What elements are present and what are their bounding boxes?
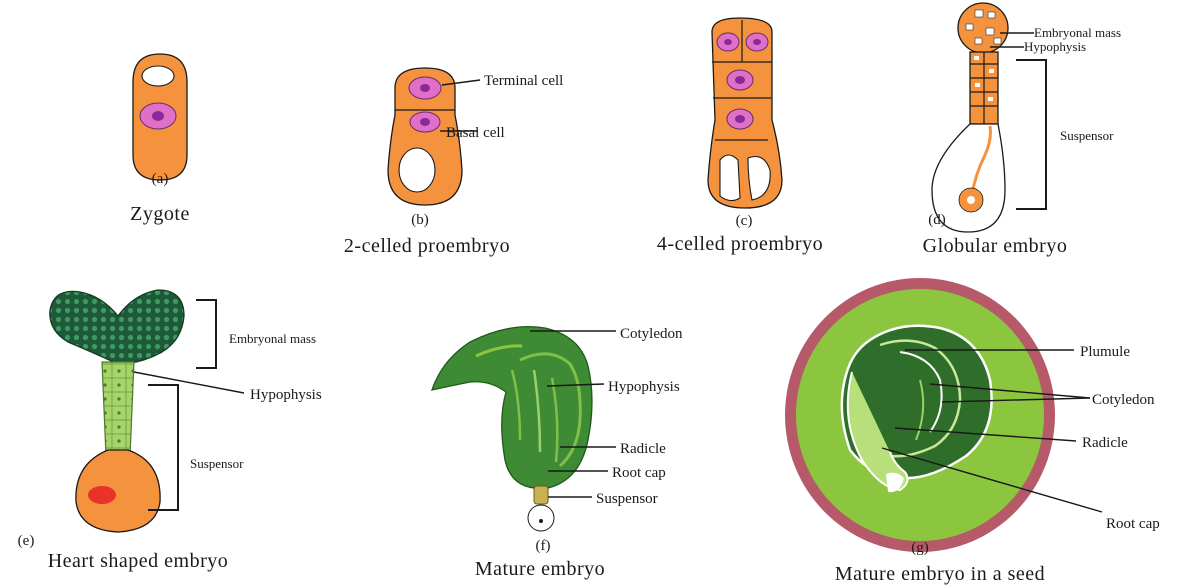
label-d-hypophysis: Hypophysis xyxy=(1024,39,1086,54)
stage-f-caption: Mature embryo xyxy=(475,558,605,580)
stage-b-caption: 2-celled proembryo xyxy=(344,235,510,257)
stage-f-letter: (f) xyxy=(536,538,551,554)
label-e-embryonal-mass: Embryonal mass xyxy=(229,331,316,346)
label-g-radicle: Radicle xyxy=(1082,435,1128,451)
label-e-hypophysis: Hypophysis xyxy=(250,387,322,403)
stage-mature-embryo-seed: Plumule Cotyledon Radicle Root cap (g) M… xyxy=(785,278,1160,585)
stage-b-letter: (b) xyxy=(411,212,429,228)
label-d-embryonal-mass: Embryonal mass xyxy=(1034,25,1121,40)
label-f-root-cap: Root cap xyxy=(612,465,666,481)
stage-mature-embryo: Cotyledon Hypophysis Radicle Root cap Su… xyxy=(432,326,683,580)
stage-e-caption: Heart shaped embryo xyxy=(48,550,229,572)
stage-g-letter: (g) xyxy=(911,540,929,556)
stage-c-letter: (c) xyxy=(736,213,753,229)
stage-d-caption: Globular embryo xyxy=(923,235,1068,257)
stage-e-letter: (e) xyxy=(18,533,35,549)
stage-a-letter: (a) xyxy=(152,171,169,187)
stage-zygote: (a) Zygote xyxy=(130,54,190,225)
stage-c-caption: 4-celled proembryo xyxy=(657,233,823,255)
label-g-plumule: Plumule xyxy=(1080,344,1130,360)
label-f-radicle: Radicle xyxy=(620,441,666,457)
label-d-suspensor: Suspensor xyxy=(1060,128,1114,143)
label-g-cotyledon: Cotyledon xyxy=(1092,392,1155,408)
stage-globular: Embryonal mass Hypophysis Suspensor (d) … xyxy=(923,3,1121,257)
stage-g-caption: Mature embryo in a seed xyxy=(835,563,1045,585)
label-f-hypophysis: Hypophysis xyxy=(608,379,680,395)
label-basal-cell: Basal cell xyxy=(446,125,505,141)
label-f-suspensor: Suspensor xyxy=(596,491,658,507)
stage-a-caption: Zygote xyxy=(130,203,190,225)
label-f-cotyledon: Cotyledon xyxy=(620,326,683,342)
stage-four-celled: (c) 4-celled proembryo xyxy=(657,18,823,255)
label-g-root-cap: Root cap xyxy=(1106,516,1160,532)
stage-two-celled: Terminal cell Basal cell (b) 2-celled pr… xyxy=(344,68,563,257)
label-terminal-cell: Terminal cell xyxy=(484,73,563,89)
stage-d-letter: (d) xyxy=(928,212,946,228)
stage-heart-shaped: Embryonal mass Hypophysis Suspensor (e) … xyxy=(18,290,322,572)
label-e-suspensor: Suspensor xyxy=(190,456,244,471)
